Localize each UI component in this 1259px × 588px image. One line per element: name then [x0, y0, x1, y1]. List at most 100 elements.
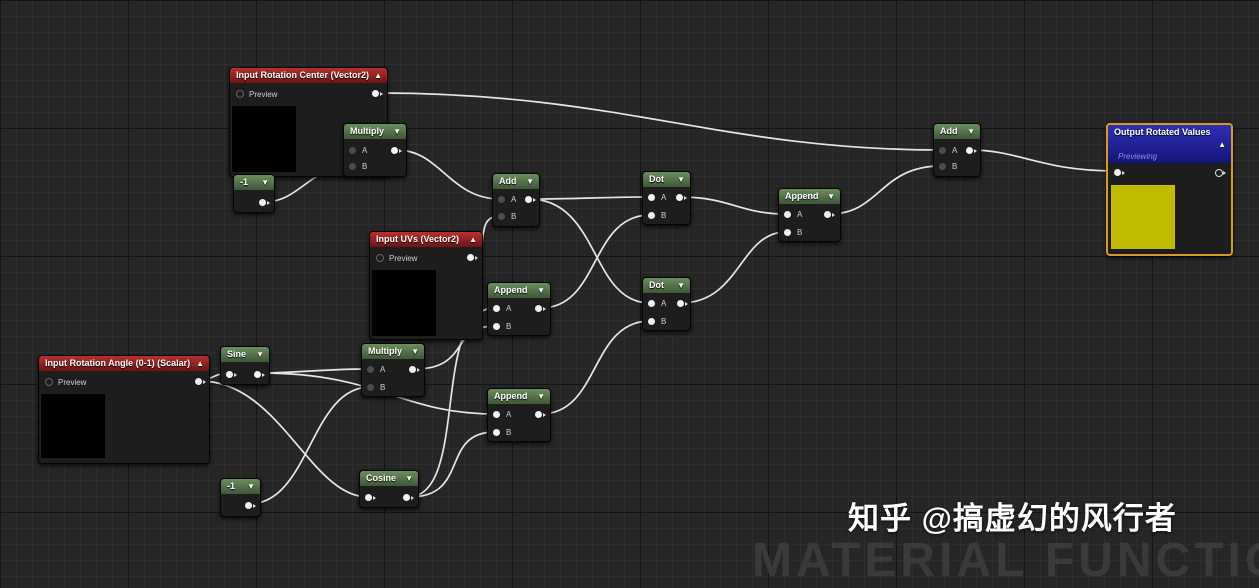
sine-node[interactable]: Sine▼: [220, 346, 270, 385]
input-pin-b[interactable]: [939, 163, 946, 170]
output-pin[interactable]: [372, 90, 379, 97]
multiply-node-mid[interactable]: Multiply▼ A B: [361, 343, 425, 397]
output-pin[interactable]: [254, 371, 261, 378]
input-pin-b[interactable]: [498, 213, 505, 220]
output-pin[interactable]: [195, 378, 202, 385]
input-pin-a[interactable]: [648, 300, 655, 307]
node-title: Input Rotation Center (Vector2): [236, 70, 370, 80]
collapse-arrow-icon[interactable]: ▼: [526, 177, 534, 186]
output-pin[interactable]: [259, 199, 266, 206]
wire-append2-to-dot2-b: [540, 320, 651, 415]
pin-label-b: B: [506, 428, 512, 437]
output-pin[interactable]: [467, 254, 474, 261]
cosine-node[interactable]: Cosine▼: [359, 470, 419, 508]
pin-arrow-icon: [1223, 171, 1226, 175]
preview-toggle-icon[interactable]: [236, 90, 244, 98]
collapse-arrow-icon[interactable]: ▼: [247, 482, 255, 491]
node-header[interactable]: Sine▼: [221, 347, 269, 362]
input-pin-a[interactable]: [498, 196, 505, 203]
output-pin[interactable]: [676, 194, 683, 201]
input-rotation-angle-node[interactable]: Input Rotation Angle (0-1) (Scalar)▲ Pre…: [38, 355, 210, 464]
collapse-arrow-icon[interactable]: ▼: [405, 474, 413, 483]
output-pin[interactable]: [403, 494, 410, 501]
collapse-arrow-icon[interactable]: ▼: [537, 392, 545, 401]
input-pin-a[interactable]: [939, 147, 946, 154]
append-node-1[interactable]: Append▼ A B: [487, 282, 551, 336]
output-pin[interactable]: [1215, 169, 1223, 177]
input-pin-a[interactable]: [367, 366, 374, 373]
input-pin-a[interactable]: [784, 211, 791, 218]
multiply-node-top[interactable]: Multiply▼ A B: [343, 123, 407, 177]
collapse-arrow-icon[interactable]: ▲: [374, 71, 382, 80]
input-pin-b[interactable]: [784, 229, 791, 236]
output-pin[interactable]: [677, 300, 684, 307]
node-header[interactable]: Dot▼: [643, 278, 690, 293]
collapse-arrow-icon[interactable]: ▼: [261, 178, 269, 187]
input-pin-b[interactable]: [367, 384, 374, 391]
input-pin-b[interactable]: [493, 429, 500, 436]
constant-node-bottom[interactable]: -1▼: [220, 478, 261, 517]
output-rotated-values-node[interactable]: Output Rotated Values▲ Previewing: [1106, 123, 1233, 256]
output-pin[interactable]: [391, 147, 398, 154]
wire-append3-to-add-final-b: [829, 165, 942, 215]
node-header[interactable]: Append▼: [488, 389, 550, 404]
node-header[interactable]: Input Rotation Center (Vector2) ▲: [230, 68, 387, 83]
output-pin[interactable]: [525, 196, 532, 203]
dot-node-1[interactable]: Dot▼ A B: [642, 171, 691, 225]
collapse-arrow-icon[interactable]: ▲: [1218, 140, 1226, 149]
input-pin-b[interactable]: [648, 212, 655, 219]
node-header[interactable]: Append▼: [488, 283, 550, 298]
node-header[interactable]: Input UVs (Vector2)▲: [370, 232, 482, 247]
node-header[interactable]: Multiply▼: [344, 124, 406, 139]
node-header[interactable]: -1▼: [221, 479, 260, 494]
pin-label-b: B: [362, 162, 368, 171]
add-node-mid[interactable]: Add▼ A B: [492, 173, 540, 227]
collapse-arrow-icon[interactable]: ▲: [196, 359, 204, 368]
node-header[interactable]: Dot▼: [643, 172, 690, 187]
collapse-arrow-icon[interactable]: ▼: [677, 175, 685, 184]
collapse-arrow-icon[interactable]: ▼: [967, 127, 975, 136]
input-pin[interactable]: [226, 371, 233, 378]
collapse-arrow-icon[interactable]: ▲: [469, 235, 477, 244]
node-header[interactable]: Add▼: [493, 174, 539, 189]
collapse-arrow-icon[interactable]: ▼: [411, 347, 419, 356]
input-pin-a[interactable]: [349, 147, 356, 154]
collapse-arrow-icon[interactable]: ▼: [537, 286, 545, 295]
pin-arrow-icon: [253, 504, 256, 508]
constant-node-top[interactable]: -1▼: [233, 174, 275, 213]
node-header[interactable]: Multiply▼: [362, 344, 424, 359]
input-pin[interactable]: [1114, 169, 1121, 176]
output-pin[interactable]: [409, 366, 416, 373]
pin-arrow-icon: [533, 198, 536, 202]
collapse-arrow-icon[interactable]: ▼: [256, 350, 264, 359]
add-node-final[interactable]: Add▼ A B: [933, 123, 981, 177]
output-pin[interactable]: [966, 147, 973, 154]
input-pin-a[interactable]: [493, 305, 500, 312]
node-header[interactable]: Cosine▼: [360, 471, 418, 486]
collapse-arrow-icon[interactable]: ▼: [393, 127, 401, 136]
collapse-arrow-icon[interactable]: ▼: [677, 281, 685, 290]
node-header[interactable]: Add▼: [934, 124, 980, 139]
node-header[interactable]: Output Rotated Values▲: [1108, 125, 1231, 163]
node-header[interactable]: Append▼: [779, 189, 840, 204]
output-pin[interactable]: [535, 305, 542, 312]
append-node-2[interactable]: Append▼ A B: [487, 388, 551, 442]
append-node-3[interactable]: Append▼ A B: [778, 188, 841, 242]
node-header[interactable]: -1▼: [234, 175, 274, 190]
input-pin-b[interactable]: [648, 318, 655, 325]
input-pin-b[interactable]: [493, 323, 500, 330]
collapse-arrow-icon[interactable]: ▼: [827, 192, 835, 201]
output-pin[interactable]: [245, 502, 252, 509]
input-pin-b[interactable]: [349, 163, 356, 170]
pin-label-a: A: [506, 410, 512, 419]
output-pin[interactable]: [824, 211, 831, 218]
input-pin[interactable]: [365, 494, 372, 501]
preview-toggle-icon[interactable]: [45, 378, 53, 386]
output-pin[interactable]: [535, 411, 542, 418]
input-pin-a[interactable]: [648, 194, 655, 201]
preview-toggle-icon[interactable]: [376, 254, 384, 262]
node-header[interactable]: Input Rotation Angle (0-1) (Scalar)▲: [39, 356, 209, 371]
dot-node-2[interactable]: Dot▼ A B: [642, 277, 691, 331]
input-uvs-node[interactable]: Input UVs (Vector2)▲ Preview: [369, 231, 483, 340]
input-pin-a[interactable]: [493, 411, 500, 418]
